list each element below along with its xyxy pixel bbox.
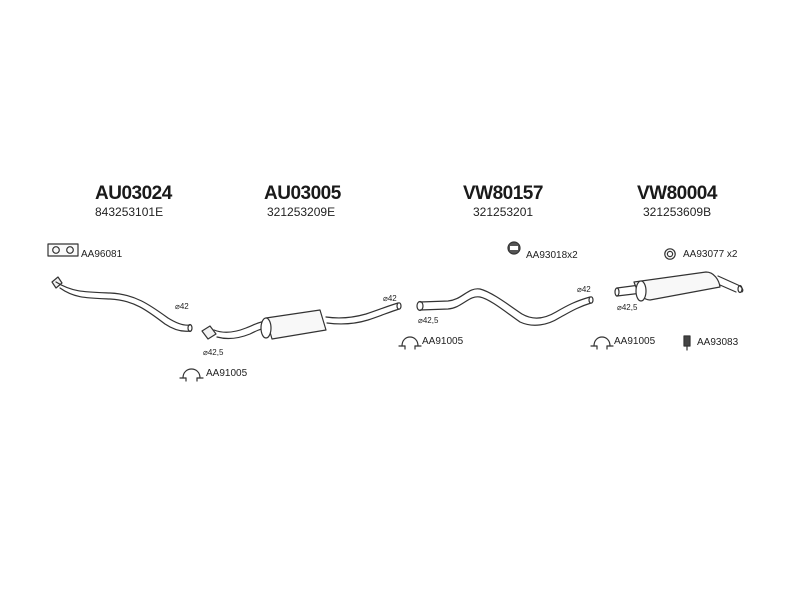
clamp-icon — [398, 336, 422, 350]
part-label-gasket: AA96081 — [81, 249, 123, 260]
diameter-label: ⌀42 — [383, 294, 397, 303]
rear-muffler — [614, 271, 744, 302]
oem-number-321253209e: 321253209E — [267, 205, 336, 219]
part-code-vw80004: VW80004 — [637, 183, 717, 204]
part-label-clamp: AA91005 — [614, 336, 656, 347]
part-code-vw80157: VW80157 — [463, 183, 543, 204]
diameter-label: ⌀42,5 — [418, 316, 439, 325]
diameter-label: ⌀42,5 — [203, 348, 224, 357]
part-label-clamp: AA91005 — [206, 368, 248, 379]
oem-number-843253101e: 843253101E — [95, 205, 164, 219]
diameter-label: ⌀42 — [175, 302, 189, 311]
ring-icon — [664, 248, 676, 260]
front-pipe — [51, 276, 193, 333]
middle-muffler — [201, 302, 402, 340]
gasket-icon — [47, 243, 79, 257]
part-code-au03024: AU03024 — [95, 183, 172, 204]
hanger-icon — [683, 335, 691, 351]
diameter-label: ⌀42,5 — [617, 303, 638, 312]
intermediate-pipe — [416, 288, 594, 326]
part-label-ring: AA93077 x2 — [683, 249, 738, 260]
oem-number-321253201: 321253201 — [473, 205, 534, 219]
part-label-rubber-mount: AA93018x2 — [526, 250, 578, 261]
diameter-label: ⌀42 — [577, 285, 591, 294]
part-label-hanger: AA93083 — [697, 337, 739, 348]
part-code-au03005: AU03005 — [264, 183, 341, 204]
clamp-icon — [179, 368, 204, 382]
rubber-mount-icon — [507, 241, 521, 255]
part-label-clamp: AA91005 — [422, 336, 464, 347]
clamp-icon — [590, 336, 614, 350]
oem-number-321253609b: 321253609B — [643, 205, 712, 219]
